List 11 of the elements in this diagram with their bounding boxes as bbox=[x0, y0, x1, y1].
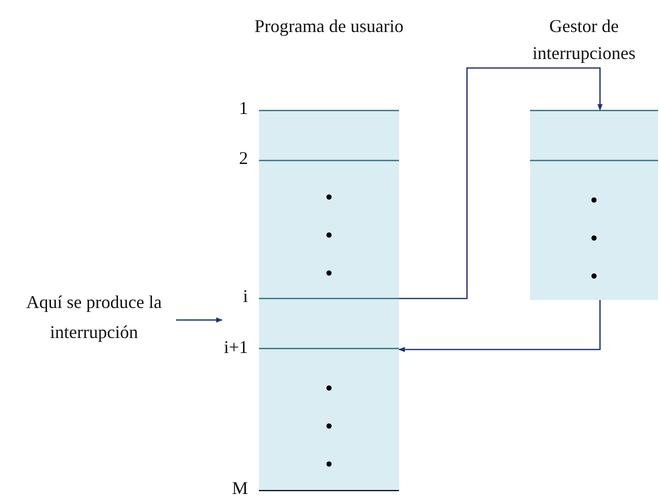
arrow bbox=[176, 317, 223, 323]
arrow bbox=[399, 67, 603, 300]
column-title: Programa de usuario bbox=[254, 15, 404, 38]
row-number: i bbox=[242, 286, 248, 306]
row-number: i+1 bbox=[222, 337, 248, 357]
row-number: 1 bbox=[238, 98, 248, 118]
annotation-text: Aquí se produce la interrupción bbox=[25, 291, 163, 344]
arrow bbox=[398, 300, 601, 352]
column-title: Gestor de interrupciones bbox=[532, 15, 636, 65]
row-number: M bbox=[230, 478, 248, 498]
row-number: 2 bbox=[238, 148, 248, 168]
